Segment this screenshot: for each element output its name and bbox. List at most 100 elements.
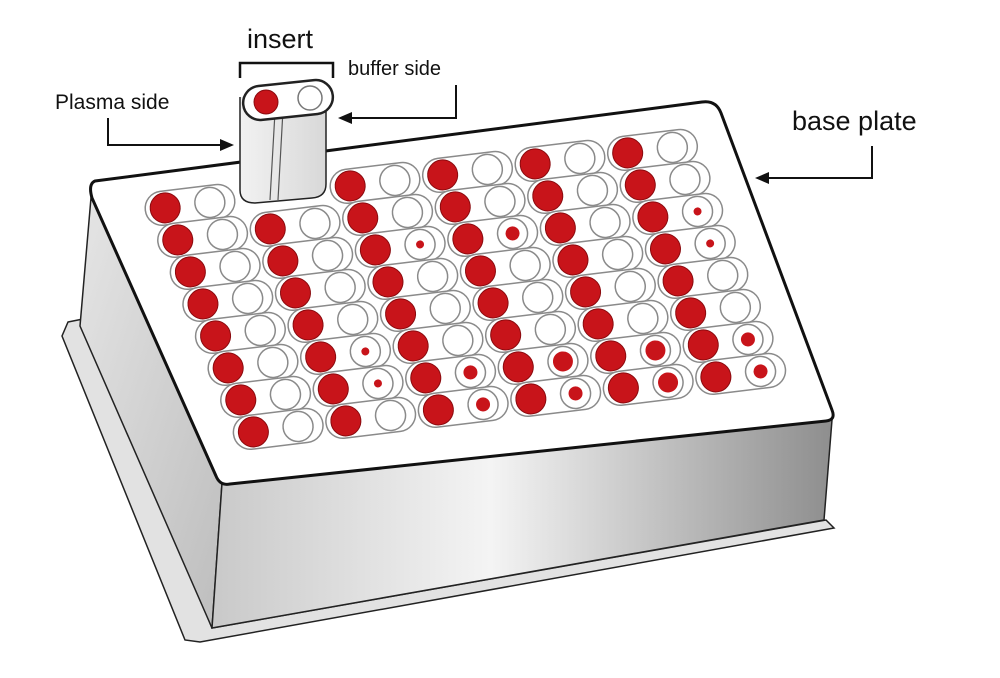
well-c4-r5 xyxy=(472,278,564,322)
plasma-chamber xyxy=(149,192,181,224)
insert-label: insert xyxy=(247,24,314,54)
plasma-chamber xyxy=(582,308,614,340)
buffer-red-dot xyxy=(416,240,425,249)
plasma-chamber xyxy=(317,373,349,405)
buffer-chamber xyxy=(269,378,302,411)
well-c3-r5 xyxy=(379,289,471,333)
buffer-chamber xyxy=(706,259,739,292)
buffer-red-dot xyxy=(373,379,382,388)
buffer-chamber xyxy=(257,346,289,379)
plasma-chamber xyxy=(422,394,454,426)
plasma-chamber xyxy=(334,170,366,202)
well-c1-r2 xyxy=(157,215,249,259)
plasma-chamber xyxy=(397,330,429,362)
plasma-chamber xyxy=(477,287,509,319)
buffer-chamber xyxy=(484,185,516,218)
well-c1-r5 xyxy=(194,311,286,355)
plasma-chamber xyxy=(385,298,417,330)
well-c2-r7 xyxy=(312,364,404,408)
well-c3-r3 xyxy=(354,225,446,269)
plasma-chamber xyxy=(427,159,459,191)
buffer-chamber xyxy=(669,163,701,196)
plasma-chamber xyxy=(267,245,299,277)
buffer-chamber xyxy=(219,250,251,283)
well-c4-r7 xyxy=(497,342,589,386)
well-c6-r4 xyxy=(644,224,736,268)
plasma-chamber xyxy=(544,212,576,244)
buffer-chamber xyxy=(521,281,554,314)
buffer-chamber xyxy=(194,186,226,219)
well-c5-r5 xyxy=(564,267,656,311)
well-c1-r8 xyxy=(232,407,324,451)
buffer-red-dot xyxy=(740,332,755,347)
buffer-chamber xyxy=(509,249,541,282)
plasma-chamber xyxy=(700,361,732,393)
buffer-chamber xyxy=(379,164,411,197)
buffer-side-arrow xyxy=(345,85,457,119)
well-c1-r7 xyxy=(220,375,312,419)
well-c3-r1 xyxy=(329,161,421,205)
well-c3-r6 xyxy=(392,321,484,365)
plasma-chamber xyxy=(675,297,707,329)
buffer-chamber xyxy=(282,410,314,443)
plasma-chamber xyxy=(595,340,627,372)
buffer-side-arrowhead-icon xyxy=(338,112,352,124)
plasma-chamber xyxy=(225,384,257,416)
well-c5-r1 xyxy=(514,139,606,183)
well-c4-r3 xyxy=(447,214,539,258)
plasma-chamber xyxy=(502,351,534,383)
buffer-chamber xyxy=(442,324,474,357)
plasma-side-label: Plasma side xyxy=(55,91,170,114)
plasma-chamber xyxy=(372,266,404,298)
buffer-side-label: buffer side xyxy=(348,58,442,80)
well-c6-r6 xyxy=(669,288,762,332)
well-c2-r4 xyxy=(274,268,366,312)
buffer-red-dot xyxy=(658,372,679,393)
insert-buffer-chamber xyxy=(297,85,323,111)
plasma-chamber xyxy=(490,319,522,351)
well-c5-r6 xyxy=(577,299,669,343)
insert-bracket xyxy=(238,61,335,78)
plasma-chamber xyxy=(570,276,602,308)
buffer-red-dot xyxy=(361,347,370,356)
plasma-chamber xyxy=(292,309,324,341)
buffer-chamber xyxy=(576,174,609,207)
buffer-chamber xyxy=(534,313,567,346)
buffer-red-dot xyxy=(476,397,491,412)
insert-plasma-chamber xyxy=(253,89,279,115)
buffer-red-dot xyxy=(753,364,768,379)
plasma-chamber xyxy=(162,224,194,256)
well-c3-r2 xyxy=(342,193,434,237)
well-c2-r8 xyxy=(325,396,417,440)
buffer-chamber xyxy=(231,282,264,315)
well-c6-r3 xyxy=(632,192,724,236)
buffer-red-dot xyxy=(505,226,520,241)
plasma-chamber xyxy=(279,277,311,309)
buffer-red-dot xyxy=(693,207,702,216)
base-plate-arrow xyxy=(764,146,873,179)
well-grid xyxy=(144,128,787,451)
well-c5-r2 xyxy=(527,171,619,215)
well-c2-r3 xyxy=(262,236,354,280)
buffer-chamber xyxy=(336,303,369,336)
buffer-red-dot xyxy=(463,365,478,380)
well-c2-r5 xyxy=(287,300,379,344)
buffer-chamber xyxy=(471,153,504,186)
plasma-chamber xyxy=(439,191,471,223)
well-c5-r3 xyxy=(539,203,631,247)
well-c6-r5 xyxy=(657,256,749,300)
buffer-chamber xyxy=(324,271,356,304)
well-c4-r2 xyxy=(434,182,526,226)
buffer-chamber xyxy=(656,131,689,164)
plasma-chamber xyxy=(305,341,337,373)
plasma-chamber xyxy=(612,137,644,169)
well-c4-r1 xyxy=(421,150,514,194)
plasma-chamber xyxy=(515,383,547,415)
buffer-chamber xyxy=(429,292,461,325)
plasma-chamber xyxy=(519,148,551,180)
base-plate-label: base plate xyxy=(792,106,917,136)
plasma-chamber xyxy=(532,180,564,212)
well-c1-r3 xyxy=(169,247,261,291)
